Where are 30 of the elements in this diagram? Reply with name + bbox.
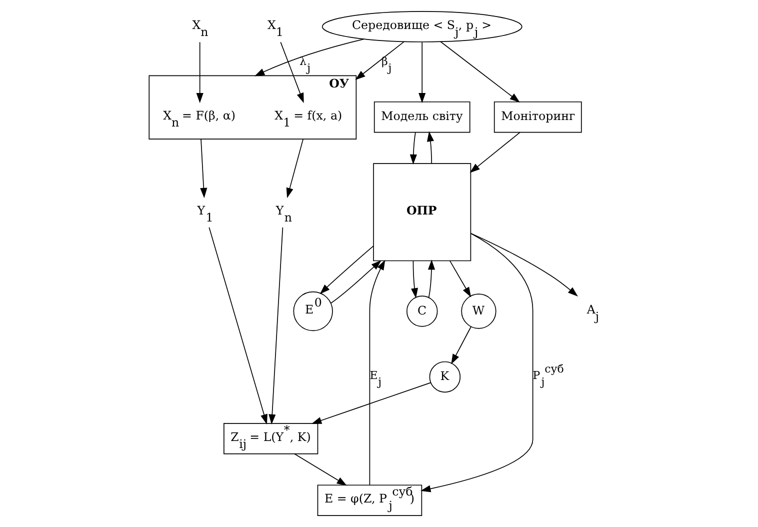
arrow [440,41,520,103]
node-box: ОПР [373,163,472,262]
arrow [355,41,404,80]
arrow [470,132,520,173]
arrow [410,132,417,165]
arrow [294,453,347,486]
arrow [330,260,382,304]
node-circle: W [461,294,496,329]
arrow [369,260,386,486]
arrow [200,138,208,198]
node-box: Модель світу [374,101,470,133]
node-circle: C [406,296,438,327]
arrow [470,232,578,297]
arrow [449,260,472,298]
arrow [286,138,304,198]
arrow [208,227,268,424]
node-box: Моніторинг [494,101,582,133]
arrow [451,326,472,364]
arrow [426,131,434,164]
arrow [410,260,418,298]
arrow [280,42,304,104]
arrow [418,42,426,104]
arrow [196,42,204,104]
arrow [320,246,374,294]
arrow [311,382,432,424]
arrow [428,260,436,298]
node-circle: K [429,361,461,393]
arrow [268,227,284,424]
arrow [420,233,534,492]
arrow [254,38,364,76]
